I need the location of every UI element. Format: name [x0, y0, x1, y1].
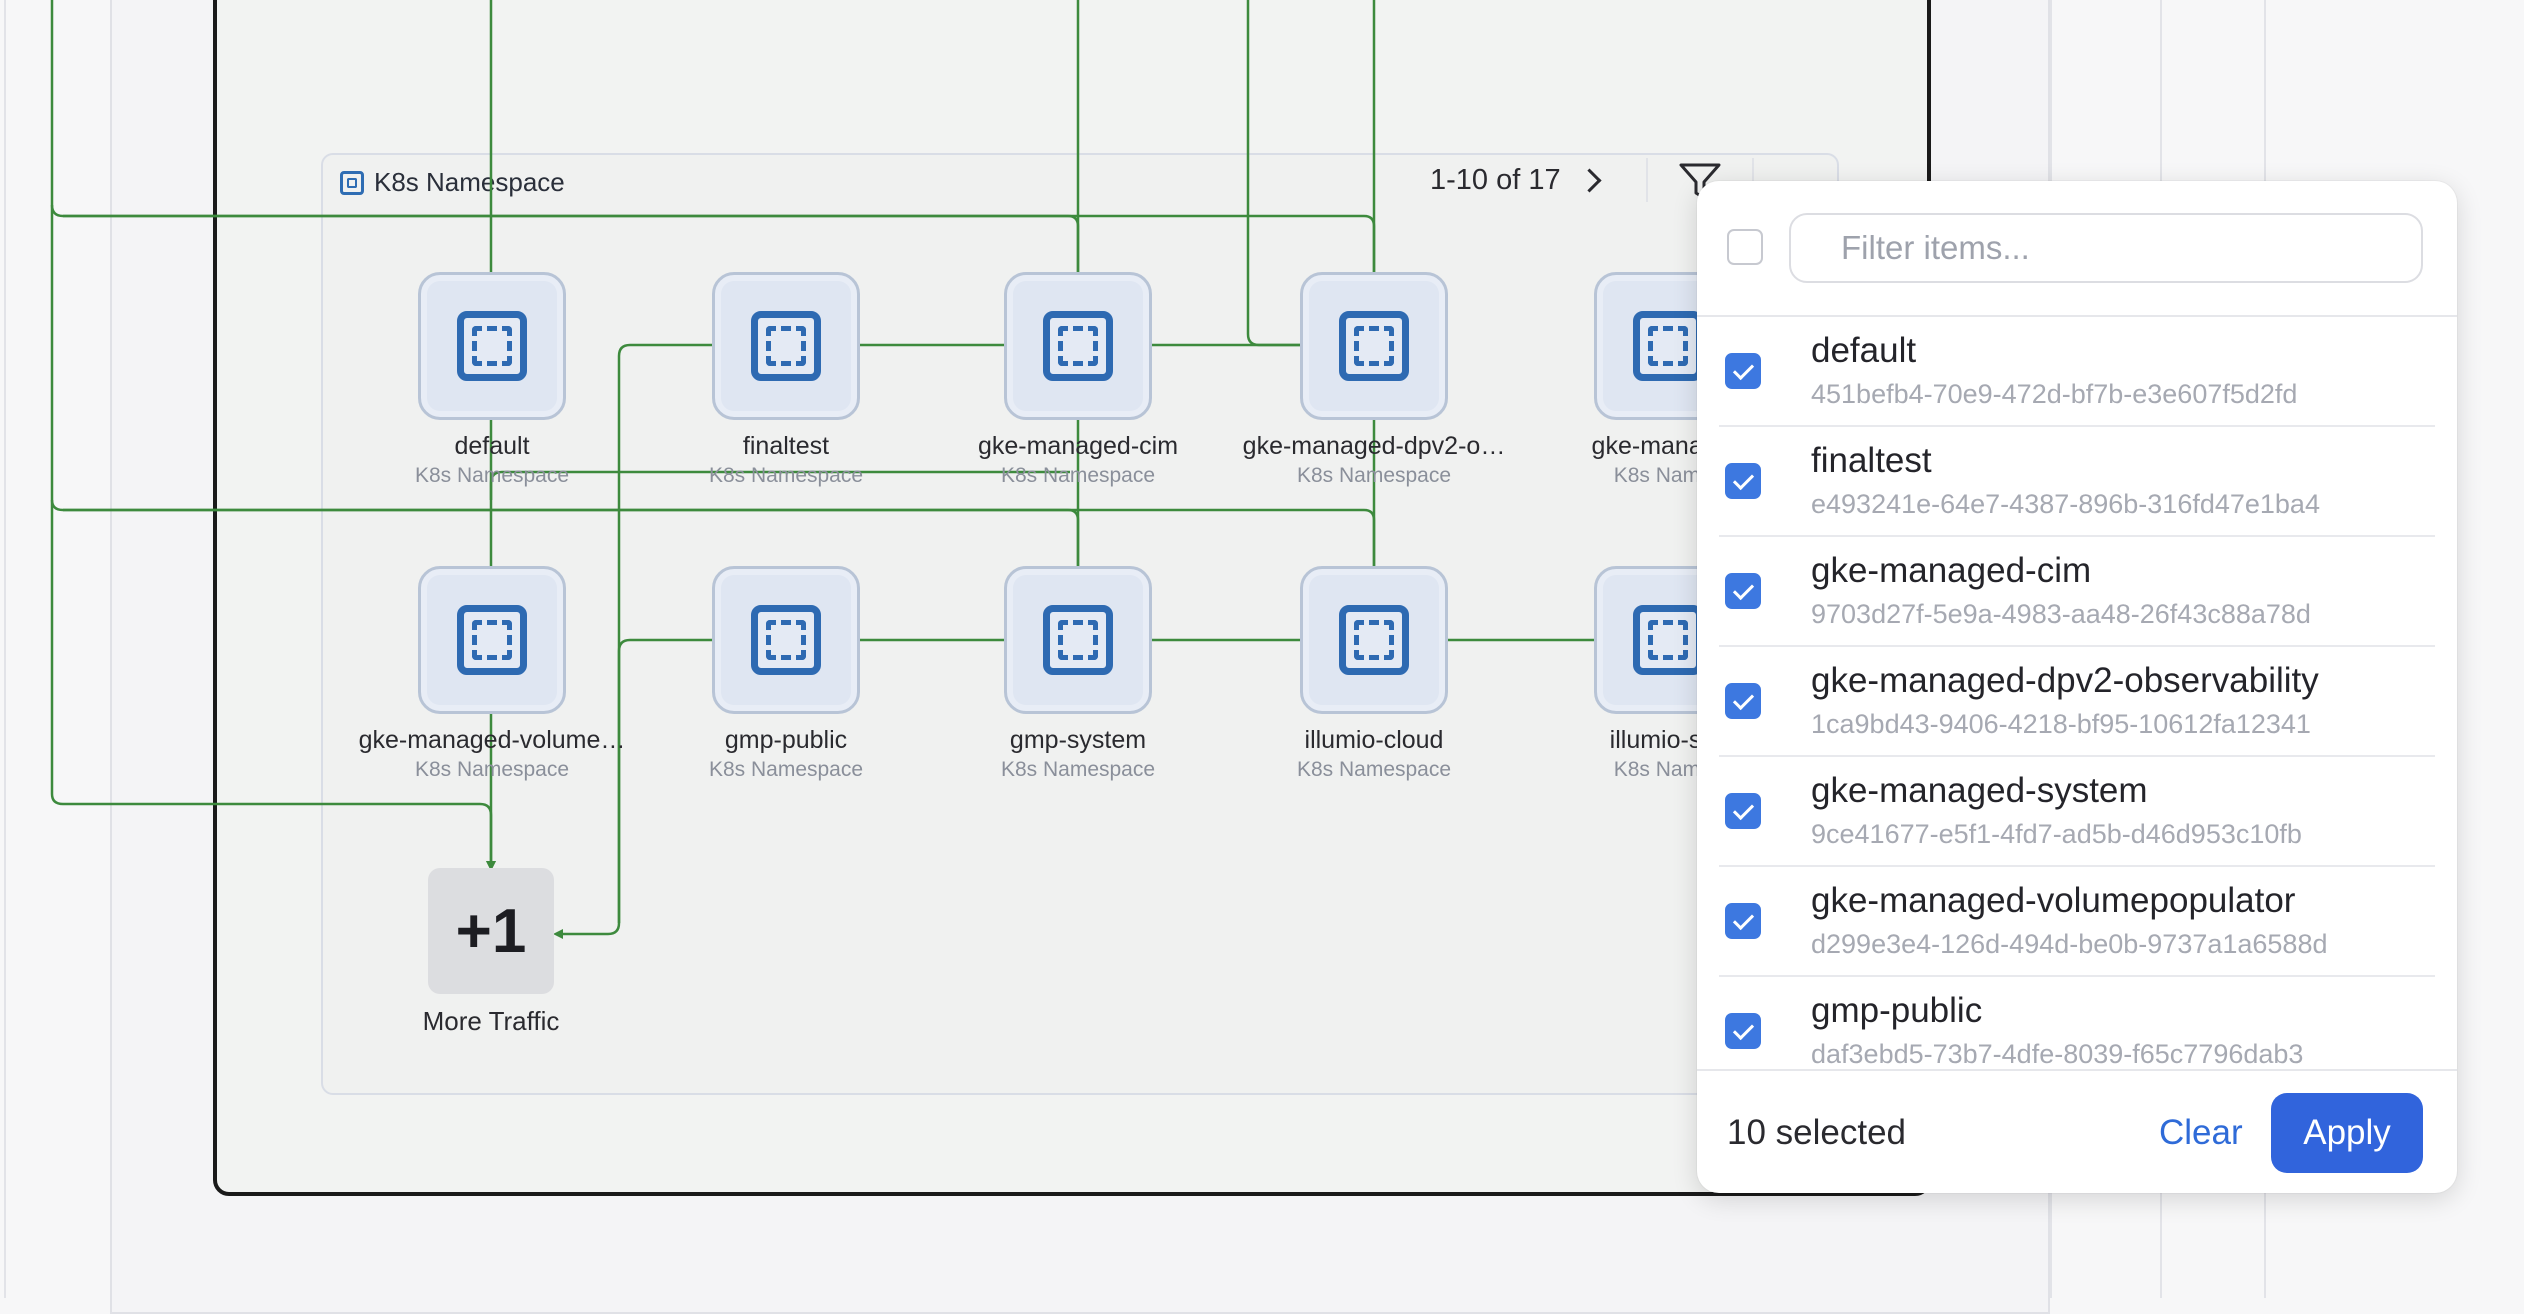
list-item[interactable]: gke-managed-volumepopulator d299e3e4-126… [1719, 867, 2435, 977]
item-id: daf3ebd5-73b7-4dfe-8039-f65c7796dab3 [1811, 1039, 2304, 1069]
list-item[interactable]: default 451befb4-70e9-472d-bf7b-e3e607f5… [1719, 317, 2435, 427]
namespace-group-header: K8s Namespace [340, 167, 565, 198]
item-id: 1ca9bd43-9406-4218-bf95-10612fa12341 [1811, 709, 2311, 739]
list-item[interactable]: finaltest e493241e-64e7-4387-896b-316fd4… [1719, 427, 2435, 537]
namespace-node-box[interactable] [1004, 272, 1152, 420]
filter-dropdown-footer: 10 selected Clear Apply [1697, 1069, 2457, 1193]
item-name: default [1811, 331, 1917, 370]
item-id: d299e3e4-126d-494d-be0b-9737a1a6588d [1811, 929, 2328, 959]
item-id: 451befb4-70e9-472d-bf7b-e3e607f5d2fd [1811, 379, 2298, 409]
namespace-node-box[interactable] [418, 272, 566, 420]
node-label: gke-managed-cim [977, 432, 1179, 460]
item-id: 9703d27f-5e9a-4983-aa48-26f43c88a78d [1811, 599, 2311, 629]
filter-dropdown: default 451befb4-70e9-472d-bf7b-e3e607f5… [1697, 181, 2457, 1193]
namespace-icon [1633, 311, 1703, 381]
node-type: K8s Namespace [1296, 758, 1452, 781]
filter-items-input[interactable] [1789, 213, 2423, 283]
namespace-icon [1339, 605, 1409, 675]
node-type: K8s Namespace [708, 758, 864, 781]
more-traffic-label: More Traffic [422, 1006, 560, 1036]
namespace-node-box[interactable] [418, 566, 566, 714]
item-checkbox[interactable] [1725, 683, 1761, 719]
node-type: K8s Namespace [414, 464, 570, 487]
namespace-icon [457, 605, 527, 675]
item-checkbox[interactable] [1725, 1013, 1761, 1049]
namespace-node[interactable]: default K8s Namespace [415, 272, 569, 487]
item-id: e493241e-64e7-4387-896b-316fd47e1ba4 [1811, 489, 2320, 519]
pagination-text: 1-10 of 17 [1430, 164, 1561, 196]
filter-item-list: default 451befb4-70e9-472d-bf7b-e3e607f5… [1697, 317, 2457, 1069]
item-checkbox[interactable] [1725, 353, 1761, 389]
pagination: 1-10 of 17 [1430, 164, 1602, 197]
namespace-node[interactable]: finaltest K8s Namespace [709, 272, 863, 487]
item-checkbox[interactable] [1725, 463, 1761, 499]
clear-button[interactable]: Clear [2143, 1095, 2259, 1171]
node-label: gmp-system [1009, 726, 1147, 754]
list-item[interactable]: gke-managed-dpv2-observability 1ca9bd43-… [1719, 647, 2435, 757]
namespace-node-box[interactable] [1004, 566, 1152, 714]
namespace-icon [1633, 605, 1703, 675]
namespace-node-box[interactable] [712, 566, 860, 714]
item-name: finaltest [1811, 441, 1932, 480]
namespace-node[interactable]: gmp-system K8s Namespace [1001, 566, 1155, 781]
node-label: finaltest [742, 432, 830, 460]
namespace-node-box[interactable] [1300, 272, 1448, 420]
namespace-node-box[interactable] [712, 272, 860, 420]
namespace-icon [1043, 311, 1113, 381]
node-type: K8s Namespace [414, 758, 570, 781]
toolbar-divider [1646, 158, 1648, 202]
item-checkbox[interactable] [1725, 573, 1761, 609]
item-checkbox[interactable] [1725, 793, 1761, 829]
namespace-icon [1043, 605, 1113, 675]
chevron-right-icon[interactable] [1577, 168, 1602, 193]
background-column-line [4, 0, 6, 1298]
list-item[interactable]: gmp-public daf3ebd5-73b7-4dfe-8039-f65c7… [1719, 977, 2435, 1069]
item-name: gke-managed-volumepopulator [1811, 881, 2296, 920]
node-label: default [454, 432, 530, 460]
namespace-node-box[interactable] [1300, 566, 1448, 714]
selected-count: 10 selected [1727, 1113, 1907, 1152]
node-type: K8s Namespace [708, 464, 864, 487]
namespace-icon [340, 170, 364, 195]
list-item[interactable]: gke-managed-cim 9703d27f-5e9a-4983-aa48-… [1719, 537, 2435, 647]
namespace-node[interactable]: gke-managed-volume… K8s Namespace [359, 566, 625, 781]
item-name: gke-managed-dpv2-observability [1811, 661, 2319, 700]
node-type: K8s Names [1613, 758, 1723, 781]
node-label: gke-managed-dpv2-o… [1242, 432, 1506, 460]
select-all-checkbox[interactable] [1727, 229, 1763, 265]
node-type: K8s Namespace [1296, 464, 1452, 487]
node-type: K8s Names [1613, 464, 1723, 487]
node-label: illumio-cloud [1304, 726, 1444, 754]
item-name: gke-managed-cim [1811, 551, 2092, 590]
item-name: gke-managed-system [1811, 771, 2148, 810]
toolbar-divider [1752, 158, 1754, 202]
item-name: gmp-public [1811, 991, 1983, 1030]
apply-button[interactable]: Apply [2271, 1093, 2423, 1173]
item-id: 9ce41677-e5f1-4fd7-ad5b-d46d953c10fb [1811, 819, 2302, 849]
item-checkbox[interactable] [1725, 903, 1761, 939]
namespace-icon [1339, 311, 1409, 381]
more-traffic-node[interactable]: +1 [428, 868, 554, 994]
namespace-icon [751, 605, 821, 675]
node-label: gke-managed-volume… [358, 726, 626, 754]
namespace-icon [457, 311, 527, 381]
node-type: K8s Namespace [1000, 464, 1156, 487]
node-type: K8s Namespace [1000, 758, 1156, 781]
namespace-node[interactable]: gke-managed-cim K8s Namespace [978, 272, 1178, 487]
namespace-group-title: K8s Namespace [374, 167, 565, 197]
namespace-icon [751, 311, 821, 381]
namespace-node[interactable]: illumio-cloud K8s Namespace [1297, 566, 1451, 781]
namespace-node[interactable]: gke-managed-dpv2-o… K8s Namespace [1243, 272, 1505, 487]
filter-dropdown-header [1697, 181, 2457, 317]
namespace-node[interactable]: gmp-public K8s Namespace [709, 566, 863, 781]
list-item[interactable]: gke-managed-system 9ce41677-e5f1-4fd7-ad… [1719, 757, 2435, 867]
node-label: gmp-public [724, 726, 848, 754]
